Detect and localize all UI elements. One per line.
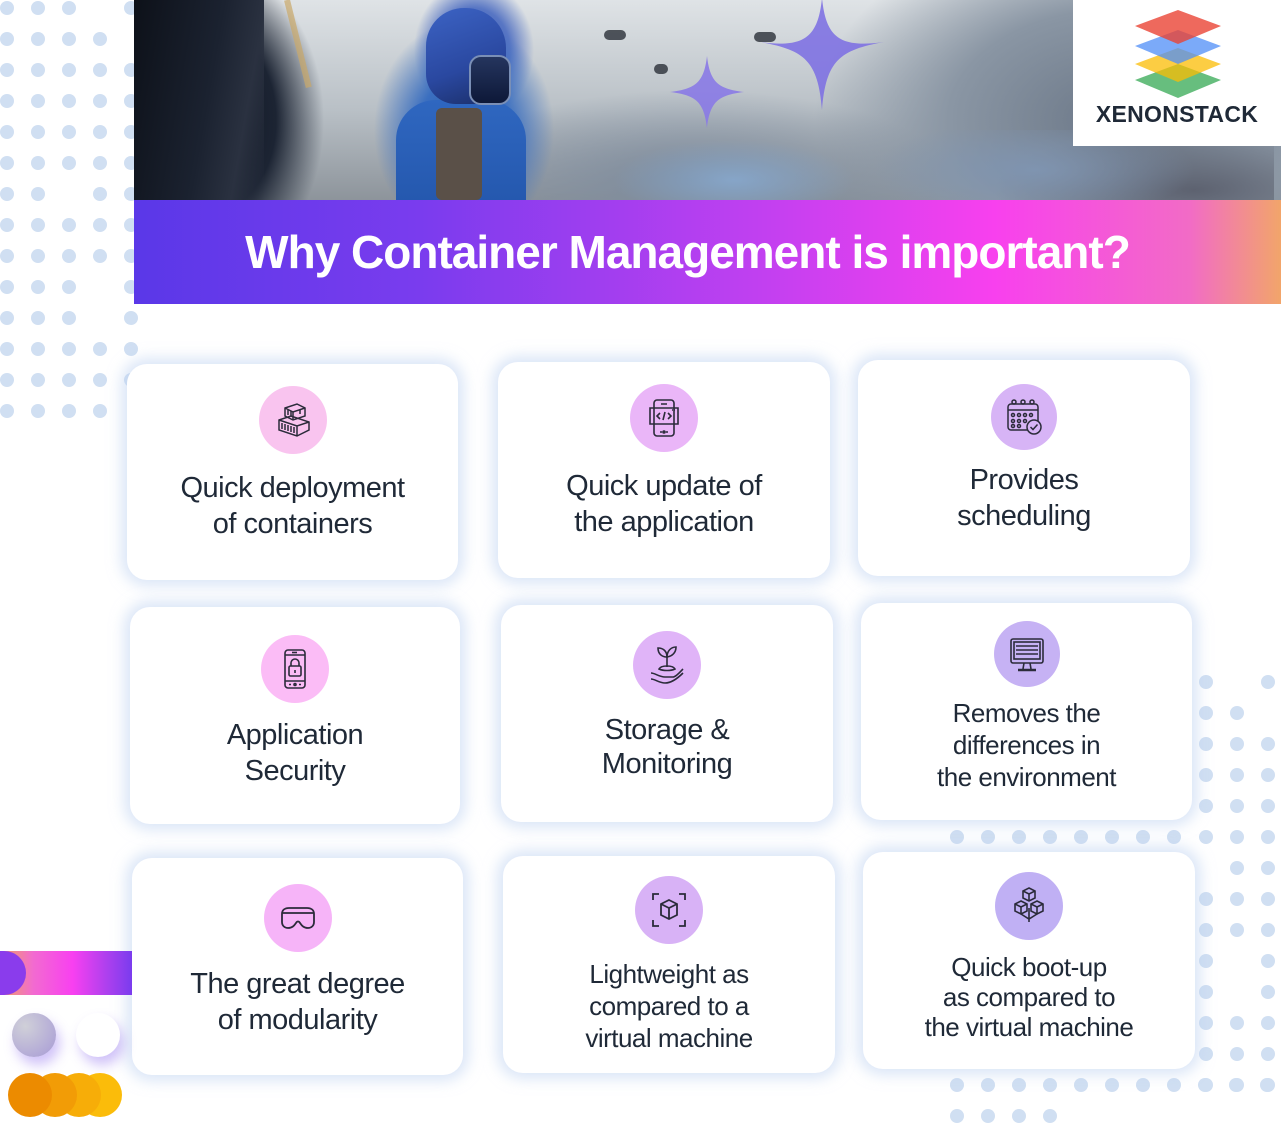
decor-circle-white xyxy=(76,1013,120,1057)
card-modularity: The great degree of modularity xyxy=(132,858,463,1075)
calendar-check-icon xyxy=(1007,399,1042,435)
card-label: Provides scheduling xyxy=(957,464,1091,532)
card-application-security: Application Security xyxy=(130,607,460,824)
vehicle-frame-shape xyxy=(134,0,264,200)
drone-shape xyxy=(654,64,668,74)
dot-row-middle xyxy=(950,830,1181,844)
icon-badge xyxy=(258,386,327,454)
drone-shape xyxy=(604,30,626,40)
phone-lock-icon xyxy=(284,649,306,689)
dot-rows-bottom xyxy=(950,1078,1274,1123)
vr-goggles-icon xyxy=(280,907,315,929)
dot-grid-top-left xyxy=(0,1,138,418)
desktop-monitor-icon xyxy=(1009,638,1044,672)
icon-badge xyxy=(633,631,701,699)
cube-scan-icon xyxy=(652,893,686,927)
sparkle-icon-large xyxy=(760,0,884,110)
robot-visor xyxy=(469,55,511,105)
sparkle-icon-small xyxy=(670,56,744,128)
icon-badge xyxy=(995,872,1063,940)
card-quick-update: Quick update of the application xyxy=(498,362,830,578)
layered-stack-logo-icon xyxy=(1135,10,1221,98)
stacked-cubes-icon xyxy=(1014,887,1044,922)
xenonstack-logo[interactable]: XENONSTACK xyxy=(1073,0,1281,146)
card-quick-bootup: Quick boot-up as compared to the virtual… xyxy=(863,852,1195,1069)
crane-shape xyxy=(284,0,312,89)
card-label: Quick deployment of containers xyxy=(180,472,405,540)
card-label: Storage & Monitoring xyxy=(601,714,733,780)
icon-badge xyxy=(263,884,332,952)
card-label: Lightweight as compared to a virtual mac… xyxy=(585,959,753,1053)
card-storage-monitoring: Storage & Monitoring xyxy=(501,605,833,822)
card-provides-scheduling: Provides scheduling xyxy=(858,360,1190,576)
icon-badge xyxy=(635,876,703,944)
drone-shape xyxy=(754,32,776,42)
title-banner: Why Container Management is important? xyxy=(134,200,1281,304)
plant-in-hand-icon xyxy=(650,646,684,684)
card-quick-deployment: Quick deployment of containers xyxy=(127,364,458,580)
card-label: Removes the differences in the environme… xyxy=(937,698,1116,792)
card-label: The great degree of modularity xyxy=(190,968,405,1036)
brand-name: XENONSTACK xyxy=(1095,101,1259,127)
robot-vest xyxy=(436,108,482,200)
card-label: Quick update of the application xyxy=(566,470,762,538)
card-label: Application Security xyxy=(226,719,364,787)
card-removes-differences: Removes the differences in the environme… xyxy=(861,603,1192,820)
dot-grid-right xyxy=(1199,675,1275,1092)
icon-badge xyxy=(261,635,329,703)
decor-circle-orange-1 xyxy=(8,1073,52,1117)
shipping-containers-icon xyxy=(277,403,310,437)
decor-circle-lavender xyxy=(12,1013,56,1057)
icon-badge xyxy=(991,384,1057,450)
icon-badge xyxy=(630,384,698,452)
card-label: Quick boot-up as compared to the virtual… xyxy=(924,952,1134,1042)
icon-badge xyxy=(993,621,1060,687)
page-title: Why Container Management is important? xyxy=(245,226,1131,278)
card-lightweight: Lightweight as compared to a virtual mac… xyxy=(503,856,835,1073)
mobile-code-icon xyxy=(649,399,679,437)
